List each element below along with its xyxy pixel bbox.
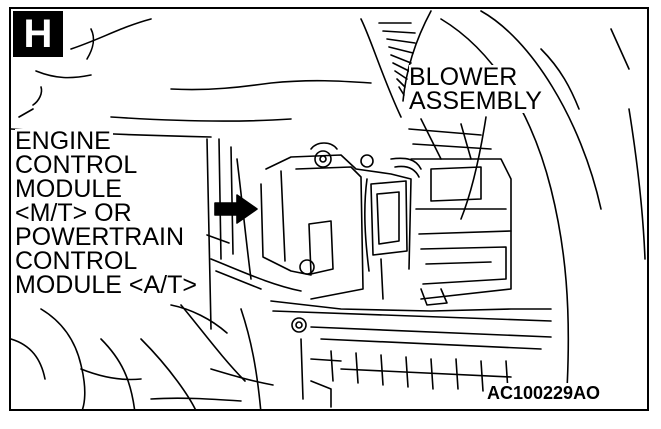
engine-label-line: ENGINE xyxy=(15,127,113,155)
blower-label-line: BLOWER xyxy=(409,63,520,91)
engine-label-line: POWERTRAIN xyxy=(15,223,186,251)
engine-label-line: CONTROL xyxy=(15,151,140,179)
air-vent xyxy=(360,10,432,118)
blower-assembly-drawing xyxy=(408,118,512,300)
engine-label-line: <M/T> OR xyxy=(15,199,134,227)
engine-label-line: MODULE <A/T> xyxy=(15,271,199,299)
section-badge: H xyxy=(13,11,63,57)
figure-frame: H ENGINE CONTROL MODULE <M/T> OR POWERTR… xyxy=(9,7,649,411)
engine-label-line: MODULE xyxy=(15,175,124,203)
engine-control-module-label: ENGINE CONTROL MODULE <M/T> OR POWERTRAI… xyxy=(15,127,199,299)
engine-label-leader xyxy=(206,234,230,244)
engine-label-line: CONTROL xyxy=(15,247,140,275)
blower-label-leader xyxy=(460,116,487,220)
dashboard-line-drawing xyxy=(11,10,646,409)
blower-assembly-label: BLOWER ASSEMBLY xyxy=(409,63,544,115)
figure-code: AC100229AO xyxy=(485,383,603,404)
engine-label-leader-lower xyxy=(180,304,246,382)
blower-label-line: ASSEMBLY xyxy=(409,87,544,115)
pointer-arrow xyxy=(214,194,258,224)
control-module-drawing xyxy=(260,142,422,333)
